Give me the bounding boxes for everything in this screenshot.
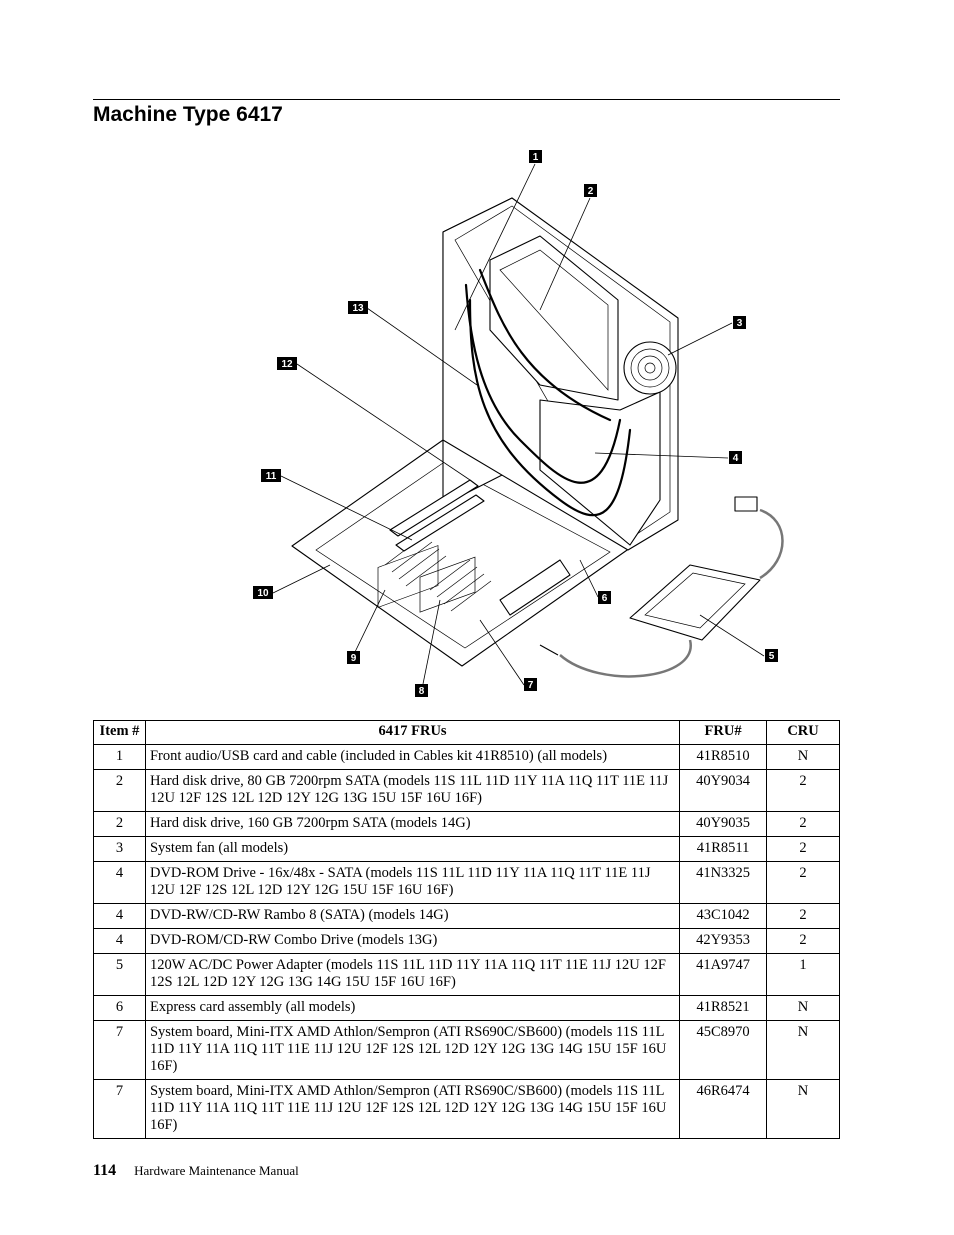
cell-fru-number: 42Y9353 <box>679 928 768 954</box>
cell-cru: 2 <box>766 928 840 954</box>
cell-cru: 2 <box>766 836 840 862</box>
page-footer: 114 Hardware Maintenance Manual <box>93 1162 299 1180</box>
header-fru-number: FRU# <box>679 720 768 745</box>
svg-text:9: 9 <box>351 653 357 664</box>
cell-cru: N <box>766 995 840 1021</box>
cell-cru: N <box>766 744 840 770</box>
cell-description: Front audio/USB card and cable (included… <box>144 744 681 770</box>
table-row: 7 System board, Mini-ITX AMD Athlon/Semp… <box>93 1079 840 1139</box>
cell-description: Hard disk drive, 80 GB 7200rpm SATA (mod… <box>144 769 681 812</box>
callout-4: 4 <box>729 451 742 464</box>
cell-item: 2 <box>93 811 146 837</box>
exploded-view-figure: 1 2 3 4 5 6 7 8 9 10 11 12 <box>253 150 784 697</box>
cell-fru-number: 41R8521 <box>679 995 768 1021</box>
svg-text:5: 5 <box>769 651 775 662</box>
svg-text:3: 3 <box>737 318 743 329</box>
cell-description: Express card assembly (all models) <box>144 995 681 1021</box>
cell-cru: N <box>766 1020 840 1080</box>
svg-text:11: 11 <box>266 471 277 482</box>
cell-fru-number: 43C1042 <box>679 903 768 929</box>
chassis-drawing <box>291 197 784 678</box>
callout-7: 7 <box>524 678 537 691</box>
cell-item: 7 <box>93 1020 146 1080</box>
callout-8: 8 <box>415 684 428 697</box>
header-cru: CRU <box>766 720 840 745</box>
callout-13: 13 <box>348 301 368 314</box>
table-row: 2 Hard disk drive, 160 GB 7200rpm SATA (… <box>93 811 840 837</box>
cell-description: System board, Mini-ITX AMD Athlon/Sempro… <box>144 1020 681 1080</box>
svg-text:6: 6 <box>602 593 608 604</box>
callout-1: 1 <box>529 150 542 163</box>
header-item: Item # <box>93 720 146 745</box>
table-row: 4 DVD-ROM/CD-RW Combo Drive (models 13G)… <box>93 928 840 954</box>
cell-item: 4 <box>93 903 146 929</box>
cell-description: Hard disk drive, 160 GB 7200rpm SATA (mo… <box>144 811 681 837</box>
cell-item: 4 <box>93 928 146 954</box>
svg-text:1: 1 <box>533 152 539 163</box>
cell-item: 7 <box>93 1079 146 1139</box>
cell-cru: N <box>766 1079 840 1139</box>
cell-fru-number: 40Y9035 <box>679 811 768 837</box>
callout-9: 9 <box>347 651 360 664</box>
callout-3: 3 <box>733 316 746 329</box>
callout-5: 5 <box>765 649 778 662</box>
table-row: 7 System board, Mini-ITX AMD Athlon/Semp… <box>93 1020 840 1080</box>
cell-description: DVD-ROM/CD-RW Combo Drive (models 13G) <box>144 928 681 954</box>
cell-description: DVD-ROM Drive - 16x/48x - SATA (models 1… <box>144 861 681 904</box>
svg-text:13: 13 <box>352 303 364 314</box>
page-number: 114 <box>93 1162 117 1179</box>
svg-text:2: 2 <box>588 186 594 197</box>
cell-item: 6 <box>93 995 146 1021</box>
cell-fru-number: 41R8510 <box>679 744 768 770</box>
fru-table: Item # 6417 FRUs FRU# CRU 1 Front audio/… <box>93 720 840 1139</box>
cell-item: 2 <box>93 769 146 812</box>
svg-text:10: 10 <box>257 588 269 599</box>
svg-text:7: 7 <box>528 680 534 691</box>
callout-leaders <box>272 163 765 686</box>
cell-description: DVD-RW/CD-RW Rambo 8 (SATA) (models 14G) <box>144 903 681 929</box>
cell-item: 1 <box>93 744 146 770</box>
cell-fru-number: 41A9747 <box>679 953 768 996</box>
cell-item: 5 <box>93 953 146 996</box>
cell-fru-number: 46R6474 <box>679 1079 768 1139</box>
table-row: 1 Front audio/USB card and cable (includ… <box>93 744 840 770</box>
cell-cru: 1 <box>766 953 840 996</box>
top-rule <box>93 99 840 100</box>
table-row: 3 System fan (all models) 41R8511 2 <box>93 836 840 862</box>
table-row: 4 DVD-RW/CD-RW Rambo 8 (SATA) (models 14… <box>93 903 840 929</box>
header-frus: 6417 FRUs <box>144 720 681 745</box>
callout-6: 6 <box>598 591 611 604</box>
cell-cru: 2 <box>766 903 840 929</box>
page-title: Machine Type 6417 <box>93 103 283 126</box>
table-row: 6 Express card assembly (all models) 41R… <box>93 995 840 1021</box>
cell-description: System board, Mini-ITX AMD Athlon/Sempro… <box>144 1079 681 1139</box>
cell-fru-number: 41N3325 <box>679 861 768 904</box>
cell-fru-number: 41R8511 <box>679 836 768 862</box>
cell-item: 4 <box>93 861 146 904</box>
table-row: 2 Hard disk drive, 80 GB 7200rpm SATA (m… <box>93 769 840 812</box>
callout-12: 12 <box>277 357 297 370</box>
cell-cru: 2 <box>766 861 840 904</box>
fru-table-header-row: Item # 6417 FRUs FRU# CRU <box>93 720 840 745</box>
cell-description: System fan (all models) <box>144 836 681 862</box>
svg-text:12: 12 <box>281 359 293 370</box>
callout-10: 10 <box>253 586 273 599</box>
manual-title: Hardware Maintenance Manual <box>134 1163 299 1178</box>
callout-2: 2 <box>584 184 597 197</box>
svg-text:4: 4 <box>733 453 739 464</box>
table-row: 5 120W AC/DC Power Adapter (models 11S 1… <box>93 953 840 996</box>
callout-11: 11 <box>261 469 281 482</box>
cell-description: 120W AC/DC Power Adapter (models 11S 11L… <box>144 953 681 996</box>
cell-cru: 2 <box>766 811 840 837</box>
svg-text:8: 8 <box>419 686 425 697</box>
cell-fru-number: 45C8970 <box>679 1020 768 1080</box>
cell-fru-number: 40Y9034 <box>679 769 768 812</box>
cell-cru: 2 <box>766 769 840 812</box>
cell-item: 3 <box>93 836 146 862</box>
table-row: 4 DVD-ROM Drive - 16x/48x - SATA (models… <box>93 861 840 904</box>
